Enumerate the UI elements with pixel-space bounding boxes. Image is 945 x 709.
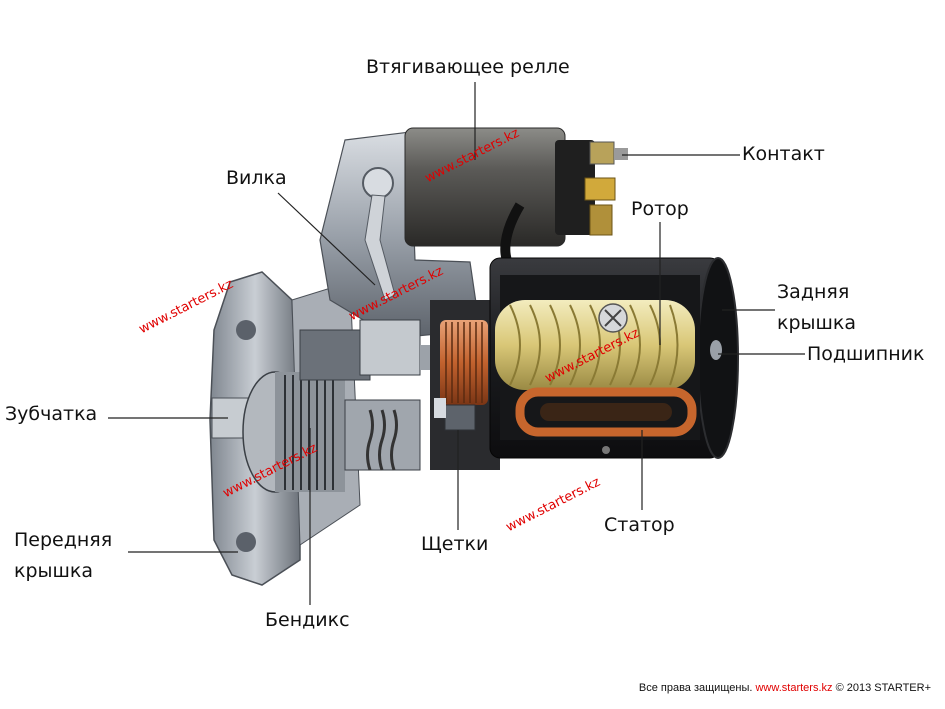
footer-site-link[interactable]: www.starters.kz [755, 682, 833, 694]
label-stator: Статор [604, 514, 675, 536]
label-rotor: Ротор [631, 198, 689, 220]
fork-leader [277, 192, 376, 286]
label-solenoid: Втягивающее релле [366, 56, 570, 78]
label-brushes: Щетки [421, 533, 489, 555]
leader-lines [108, 82, 805, 605]
label-pinion: Зубчатка [5, 403, 98, 425]
label-front-cover-line1: Передняя [14, 529, 113, 551]
label-front-cover-line2: крышка [14, 560, 94, 582]
label-fork: Вилка [226, 167, 287, 189]
footer-rights: Все права защищены. [638, 682, 753, 694]
bendix-shape [211, 319, 450, 493]
label-rear-cover-line2: крышка [777, 312, 857, 334]
label-contact: Контакт [742, 143, 825, 165]
brushes-shape [430, 300, 500, 470]
footer-copyright: © 2013 STARTER+ [835, 682, 931, 694]
label-bendix: Бендикс [265, 609, 350, 631]
label-rear-cover-line1: Задняя [777, 281, 850, 303]
stator-housing-shape [489, 257, 739, 459]
solenoid-shape [404, 127, 628, 274]
label-bearing: Подшипник [807, 343, 925, 365]
footer: Все права защищены. www.starters.kz © 20… [639, 682, 931, 694]
